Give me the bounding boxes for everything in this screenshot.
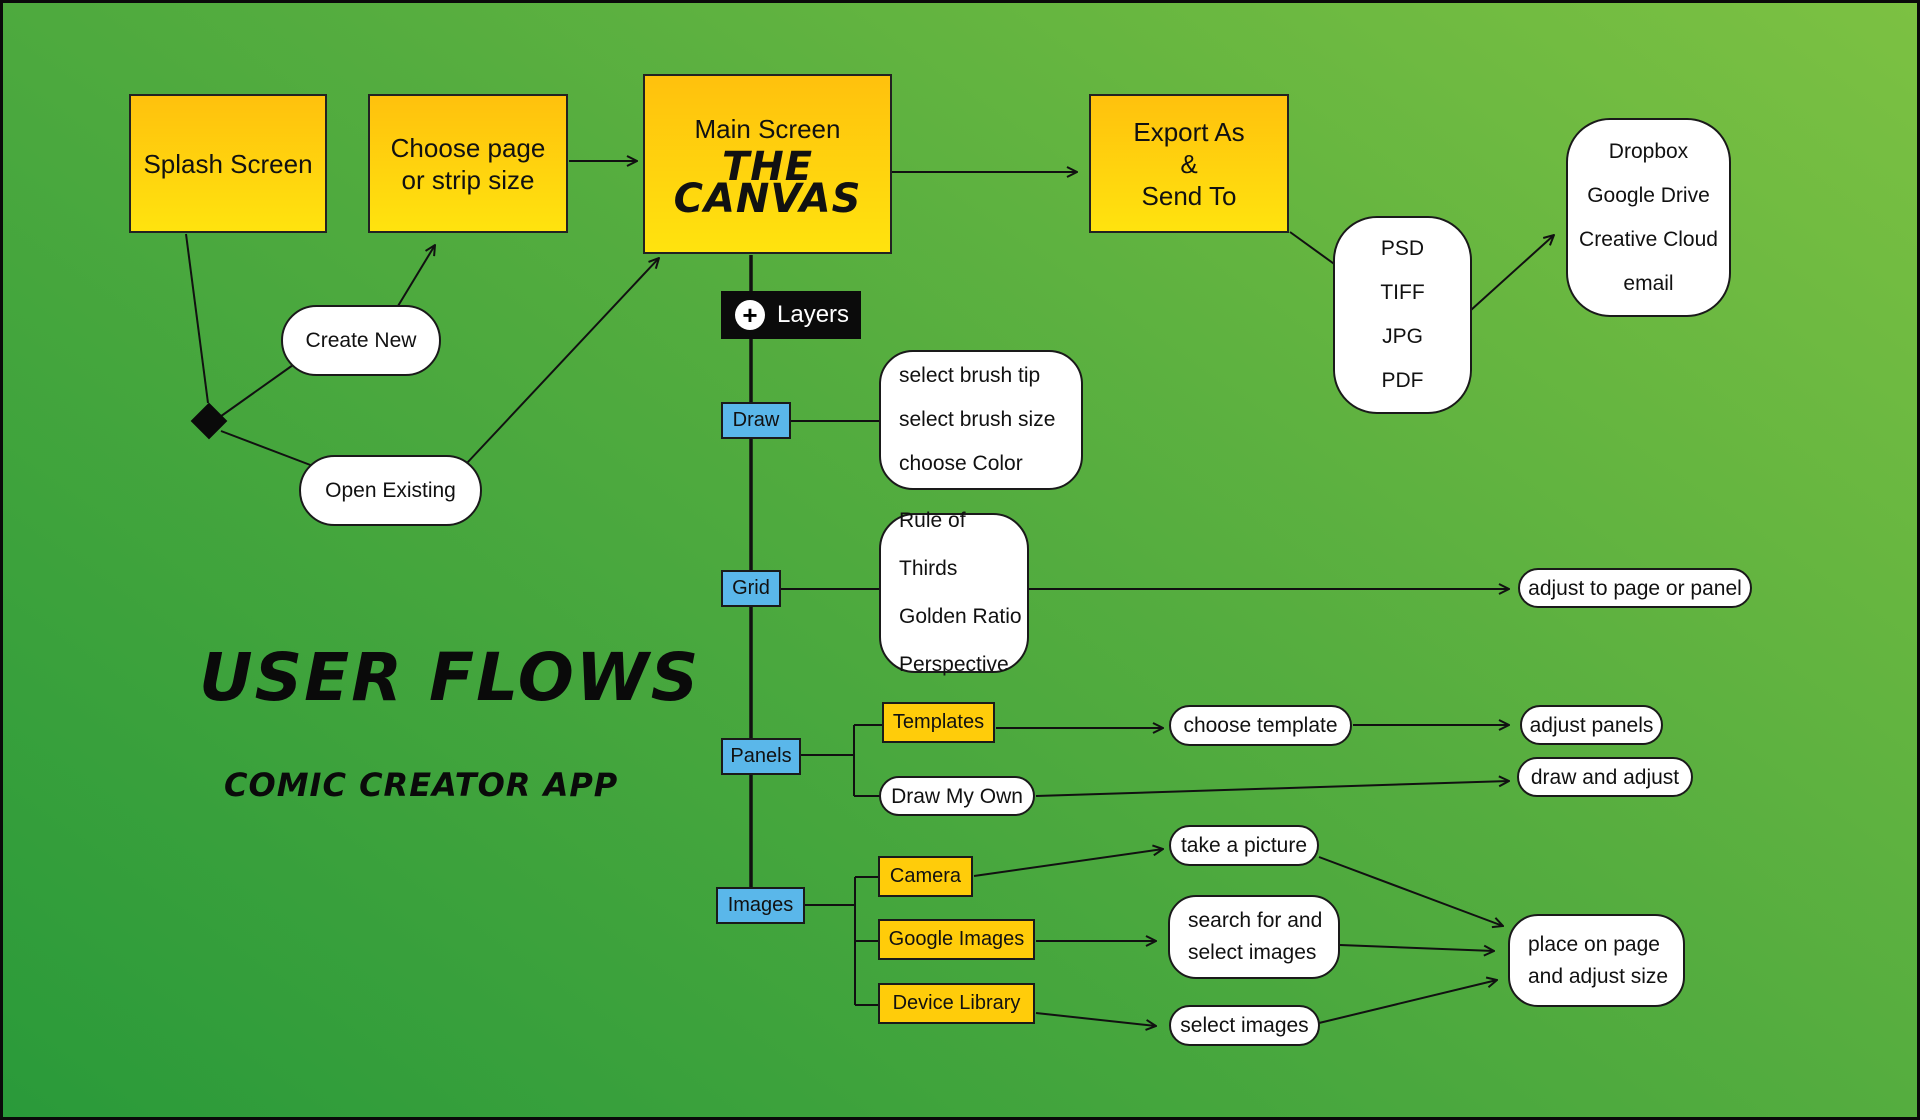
- tool-draw[interactable]: Draw: [721, 402, 791, 439]
- camera-to-picture-arrow: [973, 849, 1163, 877]
- images-device-library[interactable]: Device Library: [878, 983, 1035, 1024]
- grid-option-perspective: Perspective: [899, 653, 1009, 676]
- main-canvas-box[interactable]: Main Screen THE CANVAS: [643, 74, 892, 254]
- format-tiff: TIFF: [1380, 281, 1425, 304]
- select-to-place-arrow: [1318, 980, 1497, 1024]
- place-adjust-line2: and adjust size: [1528, 964, 1669, 988]
- format-pdf: PDF: [1381, 369, 1424, 392]
- draw-option-brush-size: select brush size: [899, 408, 1056, 431]
- open-existing-pill[interactable]: Open Existing: [299, 455, 482, 526]
- take-picture-pill[interactable]: take a picture: [1169, 825, 1319, 866]
- images-device-library-label: Device Library: [892, 992, 1021, 1014]
- draw-and-adjust-label: draw and adjust: [1530, 765, 1680, 789]
- export-label-line2: &: [1180, 148, 1198, 179]
- draw-option-color: choose Color: [899, 452, 1023, 475]
- take-picture-label: take a picture: [1180, 834, 1308, 857]
- diagram-subtitle: COMIC CREATOR APP: [224, 766, 619, 804]
- panels-draw-my-own-label: Draw My Own: [891, 784, 1023, 808]
- tool-draw-label: Draw: [732, 409, 780, 431]
- search-to-place-arrow: [1339, 944, 1494, 951]
- grid-options-pill[interactable]: Rule of Thirds Golden Ratio Perspective: [879, 509, 1029, 676]
- place-adjust-line1: place on page: [1528, 932, 1660, 956]
- draw-options-pill[interactable]: select brush tip select brush size choos…: [879, 350, 1083, 490]
- search-select-pill[interactable]: search for and select images: [1168, 895, 1340, 979]
- grid-result-pill[interactable]: adjust to page or panel: [1518, 568, 1752, 608]
- panels-templates-label: Templates: [892, 711, 985, 733]
- open-existing-label: Open Existing: [325, 479, 456, 502]
- export-box[interactable]: Export As & Send To: [1089, 94, 1289, 233]
- export-label-line1: Export As: [1133, 116, 1245, 147]
- export-destinations-pill[interactable]: Dropbox Google Drive Creative Cloud emai…: [1566, 118, 1731, 317]
- format-jpg: JPG: [1382, 325, 1423, 348]
- tool-grid[interactable]: Grid: [721, 570, 781, 607]
- diagram-title: USER FLOWS: [199, 639, 701, 716]
- select-images-pill[interactable]: select images: [1169, 1005, 1320, 1046]
- export-label-line3: Send To: [1141, 180, 1237, 211]
- draw-option-brush-tip: select brush tip: [899, 364, 1041, 387]
- search-select-line2: select images: [1188, 941, 1317, 964]
- adjust-panels-pill[interactable]: adjust panels: [1520, 705, 1663, 745]
- create-new-pill[interactable]: Create New: [281, 305, 441, 376]
- tool-images-label: Images: [727, 894, 794, 916]
- images-google[interactable]: Google Images: [878, 919, 1035, 960]
- images-camera-label: Camera: [889, 865, 962, 887]
- splash-screen-box[interactable]: Splash Screen: [129, 94, 327, 233]
- grid-option-golden: Golden Ratio: [899, 605, 1022, 628]
- draw-and-adjust-pill[interactable]: draw and adjust: [1517, 757, 1693, 797]
- create-new-label: Create New: [305, 329, 417, 352]
- create-to-choose-arrow: [397, 245, 435, 307]
- format-psd: PSD: [1380, 237, 1425, 260]
- layers-label: Layers: [777, 301, 850, 328]
- drawown-to-adjust-arrow: [1035, 781, 1509, 797]
- images-camera[interactable]: Camera: [878, 856, 973, 897]
- open-to-canvas-arrow: [466, 258, 659, 464]
- export-to-formats-line: [1289, 231, 1338, 267]
- choose-size-label-line1: Choose page: [390, 132, 546, 163]
- choose-size-label-line2: or strip size: [401, 164, 535, 195]
- place-adjust-pill[interactable]: place on page and adjust size: [1508, 914, 1685, 1007]
- decision-to-open-line: [220, 430, 314, 467]
- picture-to-place-arrow: [1318, 856, 1503, 926]
- main-screen-label: Main Screen: [694, 114, 841, 144]
- library-to-select-arrow: [1035, 1012, 1156, 1026]
- dest-creative-cloud: Creative Cloud: [1579, 227, 1718, 251]
- dest-email: email: [1623, 271, 1674, 295]
- panels-branch-line: [801, 724, 883, 797]
- search-select-line1: search for and: [1188, 909, 1323, 932]
- dest-google-drive: Google Drive: [1587, 183, 1710, 207]
- adjust-panels-label: adjust panels: [1529, 713, 1654, 737]
- images-branch-line: [805, 876, 878, 1006]
- decision-to-create-line: [216, 364, 294, 420]
- plus-icon: +: [735, 300, 765, 330]
- grid-result-label: adjust to page or panel: [1528, 576, 1742, 600]
- dest-dropbox: Dropbox: [1608, 139, 1689, 163]
- splash-to-decision-line: [185, 233, 209, 404]
- canvas-title: THE CANVAS: [673, 144, 862, 222]
- tool-panels-label: Panels: [730, 745, 792, 767]
- choose-size-box[interactable]: Choose page or strip size: [368, 94, 568, 233]
- decision-diamond: [190, 402, 228, 440]
- tool-grid-label: Grid: [732, 577, 770, 599]
- panels-templates[interactable]: Templates: [882, 702, 995, 743]
- panels-draw-my-own[interactable]: Draw My Own: [879, 776, 1035, 816]
- select-images-label: select images: [1180, 1014, 1309, 1037]
- export-formats-pill[interactable]: PSD TIFF JPG PDF: [1333, 216, 1472, 414]
- images-google-label: Google Images: [888, 928, 1025, 950]
- splash-screen-label: Splash Screen: [143, 148, 313, 179]
- layers-button[interactable]: + Layers: [721, 291, 861, 339]
- tool-images[interactable]: Images: [716, 887, 805, 924]
- choose-template-label: choose template: [1183, 714, 1338, 737]
- tool-panels[interactable]: Panels: [721, 738, 801, 775]
- choose-template-pill[interactable]: choose template: [1169, 705, 1352, 746]
- grid-option-thirds: Rule of Thirds: [899, 509, 966, 580]
- formats-to-destinations-arrow: [1470, 235, 1554, 311]
